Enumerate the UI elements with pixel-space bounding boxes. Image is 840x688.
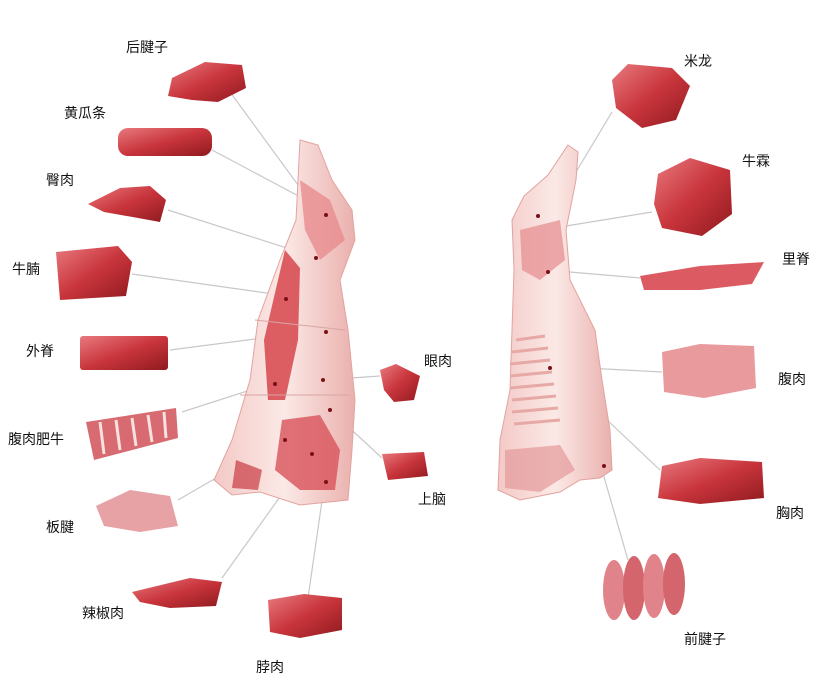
- right-carcass: [498, 145, 612, 500]
- tenderloin-piece: [640, 262, 764, 290]
- left-carcass: [214, 140, 355, 505]
- knuckle-piece: [56, 246, 132, 300]
- label-flank-rib: 腹肉肥牛: [8, 432, 64, 448]
- brisket-piece: [658, 458, 764, 504]
- fore-shank-piece: [603, 553, 685, 620]
- label-upper-brain: 上脑: [418, 492, 446, 508]
- label-chuck-tender: 辣椒肉: [82, 606, 124, 622]
- eye-meat-piece: [380, 364, 420, 402]
- label-striploin: 外脊: [26, 344, 54, 360]
- eye-round-piece: [118, 128, 212, 156]
- right-cut-pieces: [603, 64, 764, 620]
- label-fore-shank: 前腱子: [684, 632, 726, 648]
- upper-brain-piece: [382, 452, 428, 480]
- label-blade-shank: 板腱: [46, 520, 74, 536]
- label-rice-dragon: 米龙: [684, 54, 712, 70]
- rice-dragon-piece: [612, 64, 690, 128]
- neck-piece: [268, 594, 342, 638]
- label-rump: 臀肉: [46, 173, 74, 189]
- label-eye-meat: 眼肉: [424, 354, 452, 370]
- label-belly: 腹肉: [778, 372, 806, 388]
- label-sirloin-tip: 牛霖: [742, 154, 770, 170]
- chuck-tender-piece: [132, 578, 222, 608]
- left-cut-pieces: [56, 62, 428, 638]
- label-tenderloin: 里脊: [782, 252, 810, 268]
- striploin-piece: [80, 336, 168, 370]
- label-brisket: 胸肉: [776, 506, 804, 522]
- label-knuckle: 牛腩: [12, 262, 40, 278]
- label-neck: 脖肉: [256, 660, 284, 676]
- sirloin-tip-piece: [654, 158, 732, 236]
- hind-shank-piece: [168, 62, 246, 102]
- belly-piece: [662, 344, 756, 398]
- label-eye-round: 黄瓜条: [64, 106, 106, 122]
- rump-piece: [88, 186, 166, 222]
- label-hind-shank: 后腱子: [126, 40, 168, 56]
- blade-shank-piece: [96, 490, 178, 532]
